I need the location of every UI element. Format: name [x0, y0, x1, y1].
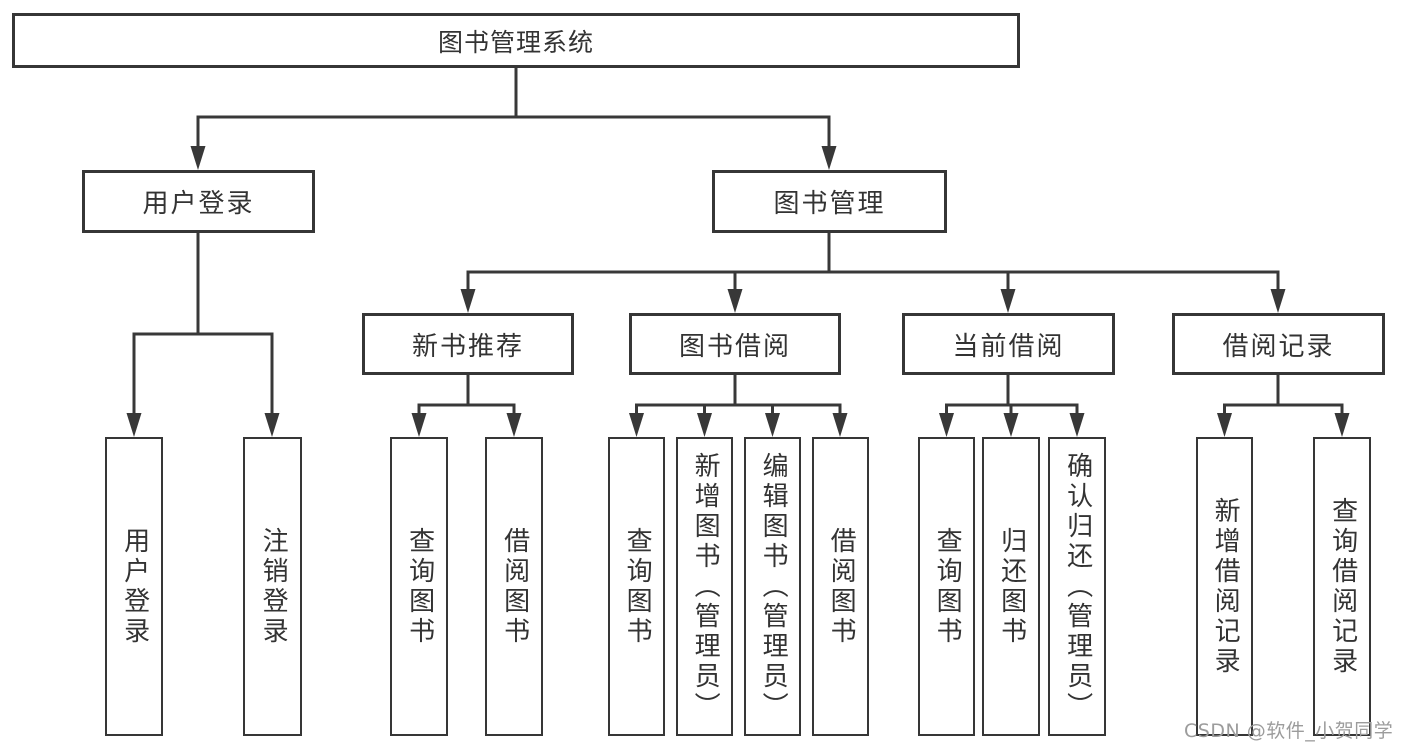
leaf-query-borrow-record-label: 查询借阅记录: [1327, 496, 1358, 677]
leaf-add-book-admin-label: 新增图书（管理员）: [690, 451, 721, 722]
leaf-user-login-label: 用户登录: [119, 526, 150, 647]
node-book-management: 图书管理: [712, 170, 947, 233]
node-book-borrowing: 图书借阅: [629, 313, 841, 375]
leaf-edit-book-admin-label: 编辑图书（管理员）: [758, 451, 789, 722]
node-borrowing-records: 借阅记录: [1172, 313, 1385, 375]
leaf-add-borrow-record-label: 新增借阅记录: [1210, 496, 1241, 677]
leaf-confirm-return-admin-label: 确认归还（管理员）: [1062, 451, 1093, 722]
leaf-query-borrow-record: 查询借阅记录: [1313, 437, 1371, 736]
node-user-login: 用户登录: [82, 170, 315, 233]
leaf-query-book-current: 查询图书: [918, 437, 975, 736]
csdn-watermark: CSDN @软件_小贺同学: [1184, 720, 1394, 742]
node-root: 图书管理系统: [12, 13, 1020, 68]
leaf-query-book-borrowing-label: 查询图书: [622, 526, 653, 647]
leaf-add-borrow-record: 新增借阅记录: [1196, 437, 1253, 736]
leaf-add-book-admin: 新增图书（管理员）: [676, 437, 733, 736]
leaf-confirm-return-admin: 确认归还（管理员）: [1048, 437, 1106, 736]
leaf-return-book: 归还图书: [982, 437, 1040, 736]
leaf-query-book-recommend-label: 查询图书: [404, 526, 435, 647]
leaf-return-book-label: 归还图书: [996, 526, 1027, 647]
leaf-borrow-book-borrowing: 借阅图书: [812, 437, 869, 736]
leaf-query-book-borrowing: 查询图书: [608, 437, 665, 736]
leaf-logout: 注销登录: [243, 437, 302, 736]
leaf-query-book-current-label: 查询图书: [932, 526, 963, 647]
leaf-borrow-book-recommend: 借阅图书: [485, 437, 543, 736]
leaf-logout-label: 注销登录: [258, 526, 289, 647]
leaf-query-book-recommend: 查询图书: [390, 437, 448, 736]
leaf-borrow-book-recommend-label: 借阅图书: [499, 526, 530, 647]
leaf-user-login: 用户登录: [105, 437, 163, 736]
leaf-borrow-book-borrowing-label: 借阅图书: [826, 526, 857, 647]
node-new-book-recommend: 新书推荐: [362, 313, 574, 375]
node-current-borrowing: 当前借阅: [902, 313, 1115, 375]
leaf-edit-book-admin: 编辑图书（管理员）: [744, 437, 801, 736]
